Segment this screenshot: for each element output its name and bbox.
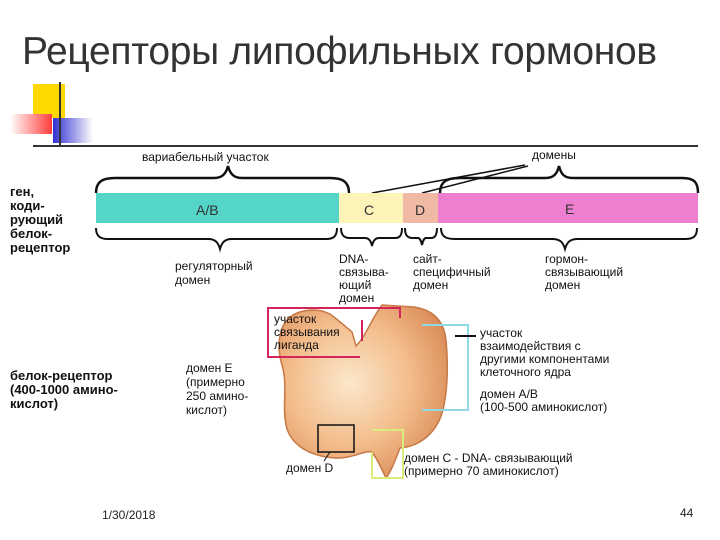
receptor-protein-line: (400-1000 амино-	[10, 382, 118, 397]
interaction-site-line: взаимодействия с	[480, 339, 581, 353]
hormone-binding-line: связывающий	[545, 265, 623, 279]
ligand-binding-box	[267, 307, 401, 318]
dna-binding-line: связыва-	[339, 265, 389, 279]
domain-c-line: (примерно 70 аминокислот)	[404, 464, 559, 478]
domains-label: домены	[532, 148, 576, 162]
receptor-protein-label: белок-рецептор (400-1000 амино- кислот)	[10, 368, 118, 411]
c-brace	[340, 227, 403, 247]
domain-ab-line: домен A/B	[480, 387, 538, 401]
regulatory-domain-line: домен	[175, 273, 210, 287]
domain-c-info: домен C - DNA- связывающий (примерно 70 …	[404, 451, 573, 478]
segment-d-bar	[403, 193, 438, 223]
segment-c-bar	[339, 193, 403, 223]
domain-ab-box	[422, 324, 469, 411]
interaction-site-label: участок взаимодействия с другими компоне…	[480, 326, 609, 379]
dna-binding-line: домен	[339, 291, 374, 305]
domain-e-line: (примерно	[186, 375, 245, 389]
domain-e-line: домен E	[186, 361, 233, 375]
gene-label-line: ген,	[10, 184, 34, 199]
d-brace	[404, 227, 438, 246]
domain-d-label: домен D	[286, 461, 334, 475]
variable-region-brace	[94, 165, 351, 194]
interaction-site-line: участок	[480, 326, 523, 340]
domain-d-pointer	[323, 451, 331, 462]
decor-red-square	[10, 114, 52, 134]
receptor-protein-shape	[278, 304, 449, 480]
dna-binding-line: DNA-	[339, 252, 368, 266]
decor-horizontal-line	[33, 145, 698, 147]
segment-ab-label: A/B	[196, 202, 219, 218]
segment-e-label: E	[565, 201, 574, 217]
pointer-line	[371, 164, 526, 194]
pointer-line	[421, 165, 529, 194]
dna-binding-line: ющий	[339, 278, 371, 292]
interaction-site-line: другими компонентами	[480, 352, 609, 366]
domain-captions: регуляторный домен DNA- связыва- ющий до…	[175, 252, 623, 305]
domain-c-line: домен C - DNA- связывающий	[404, 451, 573, 465]
domains-brace	[438, 165, 700, 194]
e-brace	[440, 227, 698, 253]
gene-label-line: коди-	[10, 198, 45, 213]
domain-e-line: 250 амино-	[186, 389, 248, 403]
hormone-binding-line: домен	[545, 278, 580, 292]
segment-e-bar	[438, 193, 698, 223]
domain-d-box	[317, 424, 355, 453]
ligand-binding-line: связывания	[274, 325, 340, 339]
gene-label-line: белок-	[10, 226, 52, 241]
decor-vertical-line	[59, 82, 61, 146]
ligand-binding-label: участок связывания лиганда	[274, 312, 340, 352]
ligand-binding-box	[267, 312, 360, 358]
domain-ab-info: домен A/B (100-500 аминокислот)	[480, 387, 607, 414]
segment-d-label: D	[415, 202, 425, 218]
slide-title: Рецепторы липофильных гормонов	[22, 30, 657, 73]
receptor-protein-line: белок-рецептор	[10, 368, 113, 383]
site-specific-line: сайт-	[413, 252, 442, 266]
regulatory-domain-line: регуляторный	[175, 259, 253, 273]
domain-e-line: кислот)	[186, 403, 227, 417]
ligand-binding-line: участок	[274, 312, 317, 326]
ab-brace	[95, 227, 338, 253]
hormone-binding-line: гормон-	[545, 252, 588, 266]
gene-label: ген, коди- рующий белок- рецептор	[10, 184, 70, 255]
slide-page-number: 44	[680, 506, 694, 520]
segment-ab-bar	[96, 193, 339, 223]
gene-label-line: рующий	[10, 212, 63, 227]
site-specific-line: специфичный	[413, 265, 491, 279]
domain-c-box	[371, 429, 404, 479]
domain-ab-line: (100-500 аминокислот)	[480, 400, 607, 414]
segment-c-label: C	[364, 202, 374, 218]
slide-date: 1/30/2018	[102, 508, 156, 522]
interaction-site-line: клеточного ядра	[480, 365, 571, 379]
ligand-binding-line: лиганда	[274, 338, 319, 352]
domain-e-info: домен E (примерно 250 амино- кислот)	[186, 361, 248, 417]
gene-label-line: рецептор	[10, 240, 70, 255]
receptor-protein-line: кислот)	[10, 396, 58, 411]
site-specific-line: домен	[413, 278, 448, 292]
variable-region-label: вариабельный участок	[142, 150, 269, 164]
